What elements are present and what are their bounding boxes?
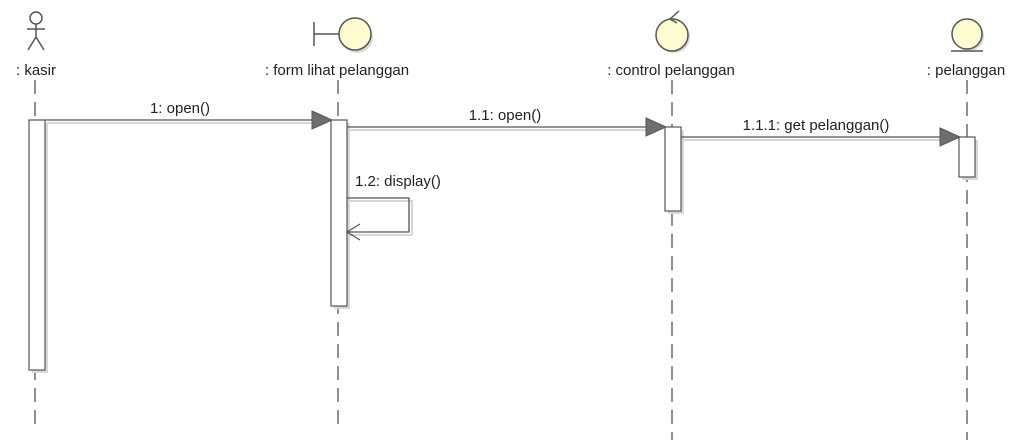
participant-label-entity: : pelanggan (927, 62, 1005, 79)
message-label-1-1-1: 1.1.1: get pelanggan() (743, 117, 890, 134)
activation-form (330, 119, 348, 307)
message-display-self (345, 197, 413, 241)
message-open-1-1 (347, 117, 668, 137)
message-open-1 (45, 110, 334, 130)
entity-icon (951, 18, 984, 52)
control-icon (655, 10, 690, 53)
message-label-1: 1: open() (150, 100, 210, 117)
message-label-1-2: 1.2: display() (355, 173, 441, 190)
participant-label-form: : form lihat pelanggan (265, 62, 409, 79)
activation-kasir (28, 119, 46, 371)
boundary-icon (313, 17, 373, 53)
activation-shadows (32, 123, 978, 373)
actor-icon (27, 11, 45, 51)
activation-entity (958, 136, 976, 178)
participant-label-kasir: : kasir (16, 62, 56, 79)
message-get-pelanggan (681, 127, 962, 147)
participant-label-control: : control pelanggan (607, 62, 735, 79)
message-label-1-1: 1.1: open() (469, 107, 542, 124)
activation-control (664, 126, 682, 212)
